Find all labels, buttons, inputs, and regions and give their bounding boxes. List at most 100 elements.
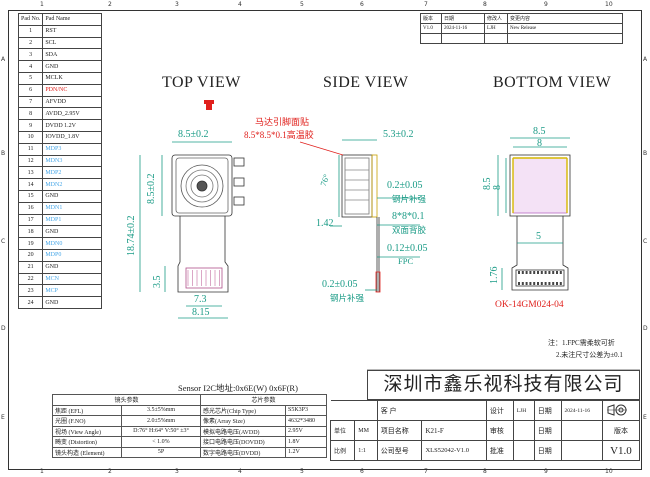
spec-cell: 1.8V [285,436,327,448]
spec-cell: 镜头构造 (Element) [52,446,122,458]
column-number: 3 [175,1,179,8]
pad-name: MCP [42,284,103,298]
pad-name: GND [42,296,103,309]
bottom-inner-height-dim: 8 [492,185,503,190]
column-number: 5 [300,1,304,8]
column-number: 9 [544,1,548,8]
spec-cell: 视场 (View Angle) [52,425,122,437]
note-1: 注：1.FPC需柔软可折 [548,339,615,347]
pad-name: AVDD_2.95V [42,107,103,121]
design-value: LJH [512,400,535,421]
connector-pin [540,271,543,274]
design-label: 设计 [485,400,514,421]
bottom-outer-width-dim: 8.5 [533,126,546,137]
chip-params-header: 芯片参数 [200,394,327,406]
pad-name: MCLK [42,71,103,85]
bottom-view-title: BOTTOM VIEW [493,74,612,91]
version-label: 版本 [601,420,641,441]
column-number: 7 [424,468,428,475]
connector-pin [525,282,528,285]
stiffener1-label: 钢片补强 [392,194,427,204]
column-number: 7 [424,1,428,8]
pad-name: GND [42,189,103,203]
connector-pin [544,271,547,274]
projection-icon [601,400,641,421]
revision-table: 版本 日期 修改人 变更内容 V1.0 2024-11-16 LJH New R… [420,13,623,44]
spec-cell: 1.2V [285,446,327,458]
column-number: 6 [360,1,364,8]
connector-pin [556,282,558,285]
connector-pin [518,282,520,285]
bottom-inner-width-dim: 8 [537,138,542,149]
stiffener1-dim: 0.2±0.05 [387,180,423,191]
bottom-view-drawing [497,137,571,291]
spec-cell: 像素(Array Size) [200,415,286,427]
connector-pin [521,271,524,274]
customer-label: 客 户 [376,400,487,421]
column-number: 5 [300,468,304,475]
pad-name: PDN/NC [42,83,103,97]
item-label: 项目名称 [376,420,423,441]
bottom-tail-height-dim: 1.76 [489,266,500,285]
pad-table-header: Pad No. Pad Name [17,13,103,26]
connector-pin [552,282,555,285]
row-letter: B [643,150,648,157]
approve-label: 批准 [485,440,514,461]
total-length-dim: 18.74±0.2 [126,215,137,257]
column-number: 4 [238,1,242,8]
note-leader-line [299,141,344,156]
connector-pin [544,282,547,285]
column-number: 10 [605,468,613,475]
spec-row: 畸变 (Distortion)< 1.0%接口电路电压(DOVDD)1.8V [52,436,327,448]
connector-pin [559,271,562,274]
side-view-drawing [330,139,420,293]
pad-name: AFVDD [42,95,103,109]
connector-pin [525,271,528,274]
spec-cell: 感光芯片(Chip Type) [200,404,286,416]
column-number: 9 [544,468,548,475]
pad-no: 4 [17,60,44,73]
pad-no: 8 [17,107,44,121]
connector-pins [518,271,562,285]
spec-cell: 接口电路电压(DOVDD) [200,436,286,448]
top-height-dim: 8.5±0.2 [146,173,157,205]
column-number: 10 [605,1,613,8]
spec-cell: < 1.0% [121,436,201,448]
top-width-dim: 8.5±0.2 [178,129,209,140]
row-letter: D [643,325,648,332]
spec-cell: 模拟电路电压(AVDD) [200,425,286,437]
connector-pin [533,282,536,285]
pad-no: 22 [17,272,44,286]
spec-cell: 光圈 (F.NO) [52,415,122,427]
column-number: 2 [108,468,112,475]
connector-pin [533,271,536,274]
company-name: 深圳市鑫乐视科技有限公司 [383,374,624,395]
spec-cell: 4632*3480 [285,415,327,427]
sensor-address: Sensor I2C地址:0x6E(W) 0x6F(R) [178,383,298,393]
side-thickness-dim: 5.3±0.2 [383,129,414,140]
top-view-drawing [139,141,245,319]
spec-cell: 2.0±5%mm [121,415,201,427]
connector-pin [548,282,551,285]
model-value: XLS52042-V1.0 [421,440,487,461]
connector-pin [559,282,562,285]
side-view-title: SIDE VIEW [323,74,409,91]
lens-params-header: 镜头参数 [52,394,201,406]
date-label: 日期 [533,400,562,421]
row-letter: E [643,414,647,421]
pad-no: 20 [17,248,44,262]
version-value: V1.0 [601,440,641,461]
